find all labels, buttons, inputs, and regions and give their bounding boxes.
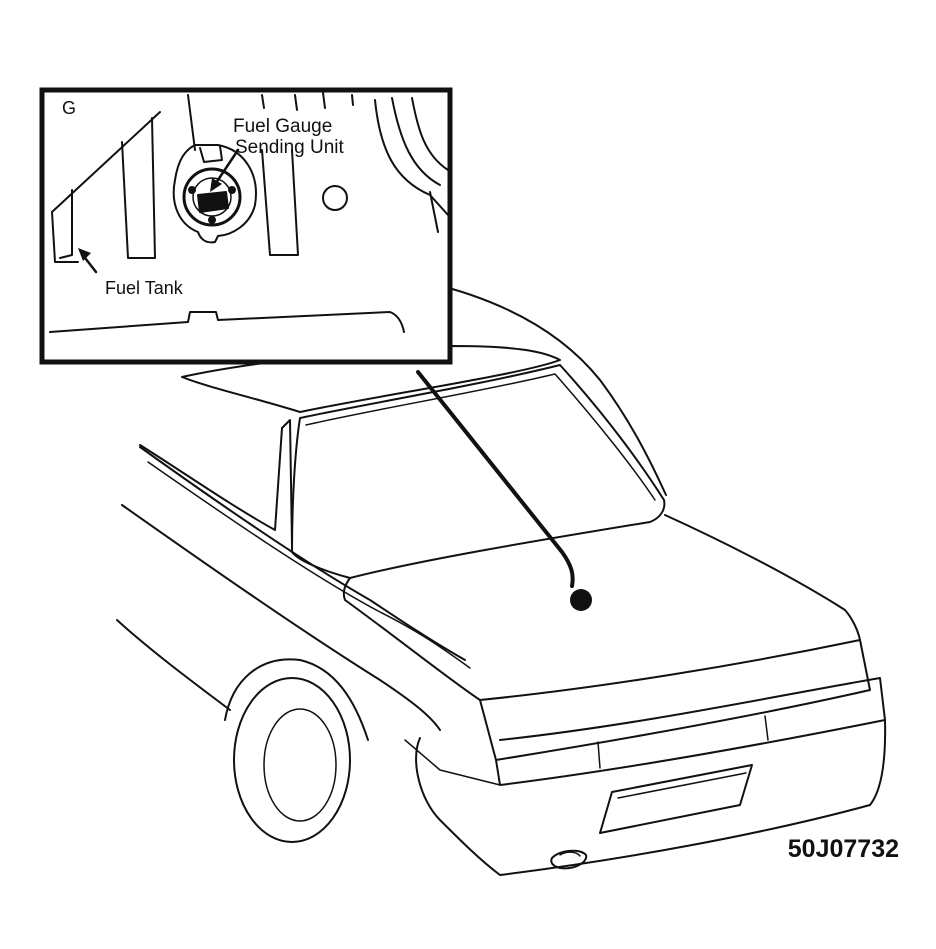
figure-id: 50J07732	[788, 835, 899, 863]
inset-sender-connector	[197, 191, 229, 213]
car-drawing	[116, 282, 887, 876]
inset-rib-4	[351, 94, 354, 106]
inset-tank-edge-3	[51, 211, 79, 263]
car-side-window	[139, 427, 283, 531]
car-rear-window-inner	[305, 373, 656, 501]
inset-sender-bolt-2	[228, 186, 236, 194]
car-tail-lights	[495, 677, 886, 786]
car-wheel-tire	[233, 677, 351, 843]
inset-sender-bolt-1	[188, 186, 196, 194]
car-side-crease	[147, 461, 471, 669]
car-beltline	[139, 446, 466, 661]
car-rear-window	[291, 364, 666, 579]
car-roof-edge	[429, 282, 667, 496]
inset-right-panel-3	[411, 97, 449, 171]
car-bumper-top	[404, 739, 501, 786]
inset-sender-notch	[199, 145, 223, 163]
inset-right-panel-4	[429, 191, 439, 233]
car-trunk-lid	[342, 514, 861, 701]
label-sending-unit-line2: Sending Unit	[235, 137, 345, 158]
inset-access-hole	[322, 185, 348, 211]
car-rear-panel	[479, 639, 871, 761]
inset-right-panel	[374, 99, 449, 216]
inset-artwork	[49, 92, 449, 333]
sending-unit-leader	[212, 148, 240, 188]
inset-channel-3	[261, 149, 299, 256]
inset-sender-bolt-3	[208, 216, 216, 224]
car-exhaust-tip-2	[559, 851, 581, 857]
inset-right-panel-2	[391, 97, 441, 186]
inset-channel-2	[187, 94, 196, 151]
label-fuel-tank: Fuel Tank	[105, 278, 184, 298]
label-sending-unit-line1: Fuel Gauge	[233, 116, 332, 137]
fuel-tank-leader-head	[78, 248, 91, 261]
car-exhaust-tip	[550, 849, 588, 870]
sending-unit-leader-head	[210, 178, 222, 192]
detail-inset: G Fuel Gauge Sending Unit Fuel Tank	[39, 87, 453, 365]
car-wheel-rim	[263, 708, 337, 822]
car-plate-inner	[617, 772, 747, 799]
inset-floor-line	[49, 311, 405, 333]
car-plate-recess	[599, 764, 753, 834]
car-bumper	[415, 719, 887, 876]
inset-tank-edge-2	[59, 189, 73, 259]
car-lower-side	[121, 504, 441, 731]
inset-channel-1	[121, 117, 156, 259]
inset-rib-3	[322, 92, 326, 109]
car-b-pillar	[281, 419, 293, 546]
sending-unit-location-dot	[570, 589, 592, 611]
location-pointer-line	[416, 370, 575, 588]
car-tail-divider-1	[597, 741, 601, 769]
car-tail-divider-2	[764, 715, 769, 741]
inset-sender-mount	[172, 144, 257, 244]
inset-rib-1	[261, 94, 265, 109]
inset-view-letter: G	[62, 98, 76, 118]
car-wheel-arch	[224, 658, 369, 741]
inset-sender-ring	[182, 167, 242, 227]
inset-tank-edge	[51, 111, 161, 213]
car-rocker	[116, 619, 231, 711]
inset-rib-2	[294, 94, 298, 111]
